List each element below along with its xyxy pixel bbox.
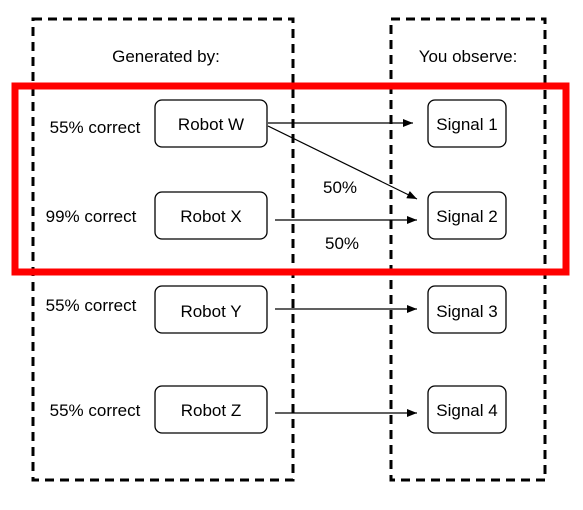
highlight-box (11, 82, 570, 276)
edge-label-w-signal-2: 50% (323, 178, 357, 197)
signal-node-3: Signal 3 (427, 285, 507, 334)
robot-node-w: Robot W (154, 99, 268, 148)
robot-label: Robot W (178, 115, 244, 134)
signal-node-1: Signal 1 (427, 99, 507, 148)
signal-box (427, 99, 507, 148)
signal-node-4: Signal 4 (427, 385, 507, 434)
robot-node-z: Robot Z (154, 385, 268, 434)
robot-box (154, 191, 268, 240)
robot-box (154, 385, 268, 434)
you-observe-column (389, 17, 547, 482)
accuracy-label-x: 99% correct (46, 207, 137, 226)
edge-label-x-signal-2: 50% (325, 234, 359, 253)
robot-label: Robot Y (180, 302, 241, 321)
you-observe-header: You observe: (419, 47, 518, 66)
robot-box (154, 285, 268, 334)
signal-label: Signal 3 (436, 302, 497, 321)
arrow-w-to-signal-2 (267, 125, 418, 200)
signal-label: Signal 1 (436, 115, 497, 134)
generated-by-header: Generated by: (112, 47, 220, 66)
robot-box (154, 99, 268, 148)
signal-box (427, 385, 507, 434)
accuracy-label-z: 55% correct (50, 401, 141, 420)
accuracy-label-w: 55% correct (50, 118, 141, 137)
robot-node-x: Robot X (154, 191, 268, 240)
robot-node-y: Robot Y (154, 285, 268, 334)
signal-label: Signal 4 (436, 401, 497, 420)
robot-label: Robot Z (181, 401, 241, 420)
accuracy-label-y: 55% correct (46, 296, 137, 315)
signal-label: Signal 2 (436, 207, 497, 226)
robot-label: Robot X (180, 207, 241, 226)
signal-box (427, 191, 507, 240)
signal-box (427, 285, 507, 334)
signal-node-2: Signal 2 (427, 191, 507, 240)
